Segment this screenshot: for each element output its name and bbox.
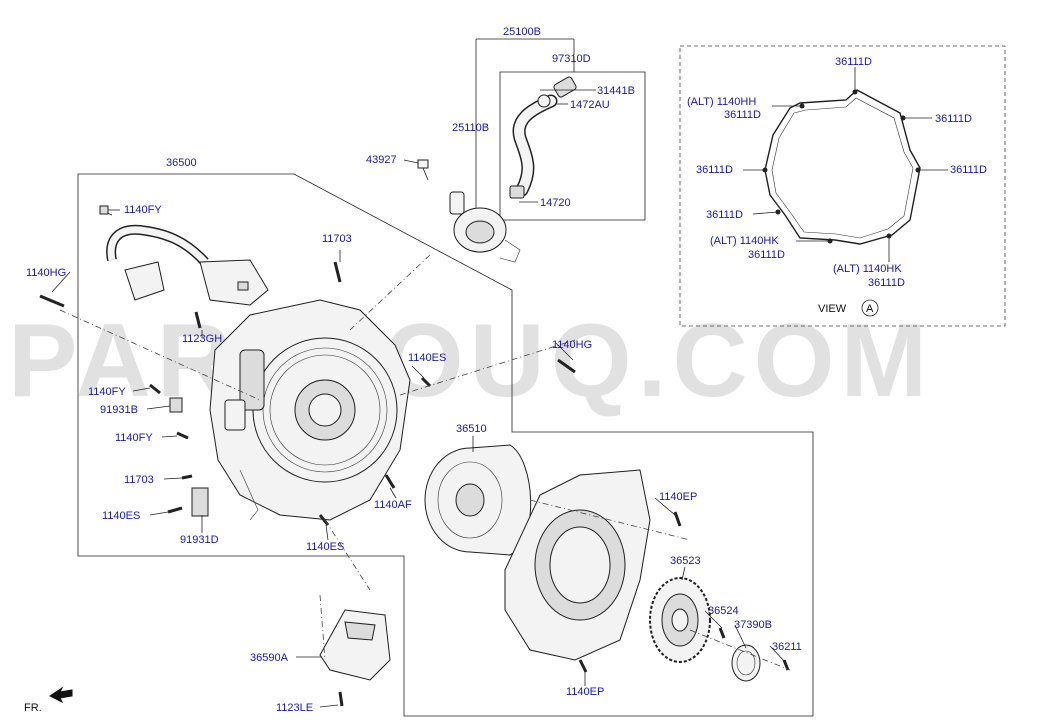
gasket-view-inner (771, 97, 914, 239)
leader-lines (51, 56, 787, 708)
label-25110B: 25110B (452, 122, 489, 134)
label-97310D: 97310D (552, 53, 591, 65)
coolant-hose-inner (514, 96, 556, 195)
view-caption: VIEW (818, 303, 847, 315)
label-1140EP-lower: 1140EP (566, 686, 604, 698)
front-direction-arrow (49, 686, 73, 704)
gasket-bolt-points (762, 89, 921, 244)
watermark: PARTSOUQ.COM (8, 303, 933, 419)
seal-ring (731, 644, 761, 682)
label-36211: 36211 (772, 641, 802, 653)
label-1140FY-mid: 1140FY (88, 386, 126, 398)
label-36590A: 36590A (250, 652, 289, 664)
view-label-36111D-right2: 36111D (950, 164, 987, 176)
cover-plate (504, 469, 651, 661)
view-marker-circle (861, 299, 879, 317)
hose-clamp (509, 185, 525, 199)
label-1123GH: 1123GH (182, 333, 222, 345)
gear (649, 577, 711, 663)
bolt-43927 (417, 159, 429, 181)
gasket-view-outline (764, 89, 921, 245)
label-36523: 36523 (670, 555, 701, 567)
bolts (39, 205, 790, 707)
label-1140ES-bottom: 1140ES (306, 541, 344, 553)
label-14720: 14720 (540, 197, 571, 209)
view-label-36111D-right1: 36111D (935, 113, 972, 125)
label-11703-low: 11703 (124, 474, 154, 486)
coolant-valve (449, 191, 521, 263)
front-direction-label: FR. (24, 702, 42, 714)
view-leader-lines (743, 67, 948, 262)
label-1140FY-low: 1140FY (115, 432, 153, 444)
label-31441B: 31441B (597, 85, 635, 97)
view-label-1140HH: (ALT) 1140HH (687, 96, 756, 108)
view-label-36111D-left2: 36111D (706, 209, 743, 221)
hose-group-bracket (475, 38, 646, 221)
hose-fitting (553, 76, 577, 98)
label-1140ES-left: 1140ES (102, 510, 140, 522)
label-1140ES-upper: 1140ES (408, 352, 446, 364)
sensor-harness (106, 224, 269, 306)
view-marker-letter: A (866, 303, 874, 315)
label-91931B: 91931B (100, 404, 138, 416)
label-1140AF: 1140AF (374, 499, 412, 511)
assembly-group-outline (77, 173, 814, 717)
view-label-36111D-c: 36111D (868, 277, 905, 289)
assembly-center-lines (59, 254, 791, 671)
label-1472AU: 1472AU (570, 99, 610, 111)
hose-clamp-small (537, 94, 551, 108)
label-43927: 43927 (366, 154, 397, 166)
label-1140HG-left: 1140HG (26, 267, 66, 279)
label-36500: 36500 (166, 157, 197, 169)
label-1140HG-right: 1140HG (552, 339, 592, 351)
view-label-36111D-b: 36111D (748, 249, 785, 261)
view-label-36111D-top: 36111D (835, 56, 872, 68)
view-a-frame (679, 45, 1006, 327)
view-label-1140HK-a: (ALT) 1140HK (710, 235, 779, 247)
view-label-36111D-a: 36111D (724, 109, 761, 121)
view-label-1140HK-b: (ALT) 1140HK (833, 263, 902, 275)
label-25100B: 25100B (503, 26, 541, 38)
label-1140FY-top: 1140FY (124, 204, 162, 216)
rotor (424, 444, 532, 556)
label-36524: 36524 (708, 605, 739, 617)
mount-bracket (319, 609, 391, 681)
label-91931D: 91931D (180, 534, 219, 546)
label-11703-top: 11703 (322, 233, 352, 245)
label-1123LE: 1123LE (276, 702, 313, 714)
label-37390B: 37390B (734, 619, 772, 631)
motor-housing (209, 299, 411, 521)
seal-ring-inner (736, 650, 756, 676)
label-36510: 36510 (456, 423, 487, 435)
view-label-36111D-left1: 36111D (696, 164, 733, 176)
label-1140EP-upper: 1140EP (659, 491, 697, 503)
